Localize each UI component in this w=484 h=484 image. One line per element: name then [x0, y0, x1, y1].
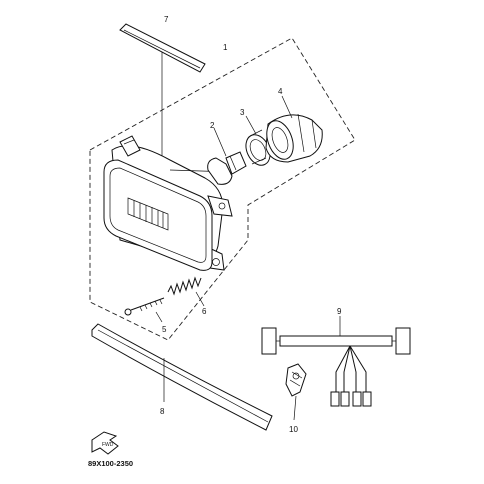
- callout-1: 1: [223, 43, 228, 52]
- spring-icon[interactable]: [167, 276, 205, 307]
- callout-2: 2: [210, 121, 215, 130]
- callout-5: 5: [162, 325, 167, 334]
- bolt-icon[interactable]: [124, 297, 165, 323]
- callout-4: 4: [278, 87, 283, 96]
- callout-6: 6: [202, 307, 207, 316]
- socket-cover-icon[interactable]: [262, 95, 323, 163]
- callout-7: 7: [164, 15, 169, 24]
- callout-9: 9: [337, 307, 342, 316]
- fwd-label: FWD: [102, 442, 114, 448]
- wire-harness-icon[interactable]: [261, 316, 411, 407]
- callout-10: 10: [289, 425, 298, 434]
- diagram-code: 89X100-2350: [88, 459, 133, 468]
- connector-clip-icon[interactable]: [285, 363, 307, 421]
- lower-trim-strip-icon[interactable]: [91, 323, 273, 431]
- bulb-socket-icon[interactable]: [241, 115, 274, 169]
- bulb-icon[interactable]: [207, 127, 247, 185]
- callout-3: 3: [240, 108, 245, 117]
- callout-8: 8: [160, 407, 165, 416]
- assembly-boundary-outline: [89, 37, 356, 341]
- headlight-assembly-icon[interactable]: [103, 135, 233, 271]
- lens-pattern: [127, 197, 169, 231]
- fwd-arrow-icon: FWD: [91, 431, 119, 455]
